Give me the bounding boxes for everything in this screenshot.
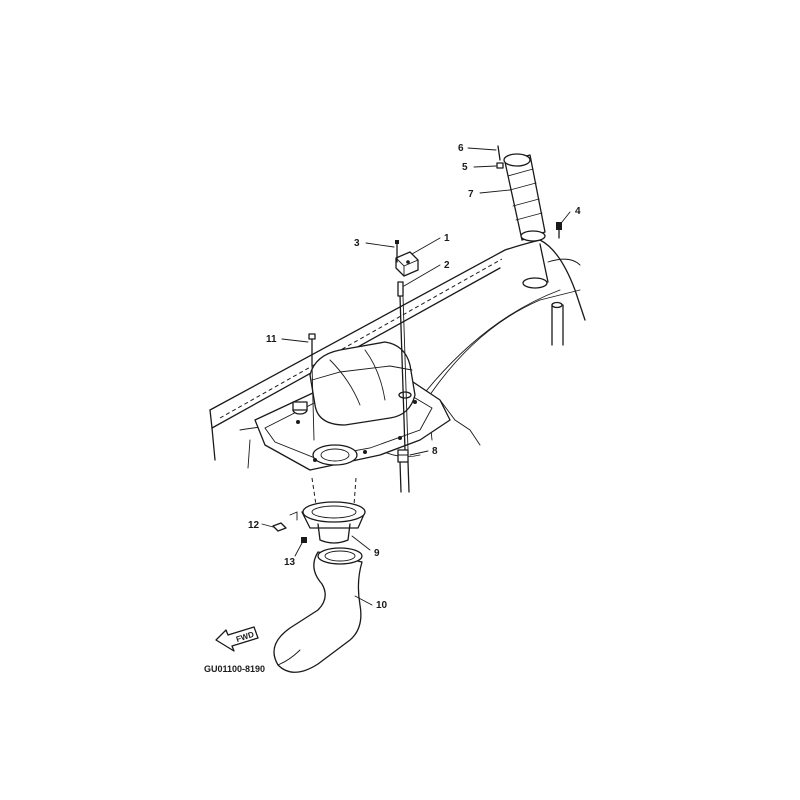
callout-leaders (261, 147, 571, 606)
callout-1: 1 (444, 233, 450, 244)
part-11-bolt (308, 333, 316, 441)
part-5-clamp (496, 162, 504, 169)
part-7-filler-neck (503, 153, 549, 283)
part-4-fitting (556, 222, 562, 239)
part-13-bolt (301, 537, 307, 543)
part-9-flange (301, 477, 366, 544)
part-8-grommet (397, 449, 410, 493)
part-2-rod (397, 281, 409, 451)
deck-opening (522, 258, 581, 346)
part-6-screw (497, 145, 501, 161)
callout-numbers: 1 2 3 4 5 6 7 8 9 10 11 12 13 (248, 143, 581, 611)
part-1-bracket (395, 251, 419, 277)
callout-11: 11 (266, 334, 277, 345)
part-10-duct (273, 547, 363, 673)
callout-12: 12 (248, 520, 260, 531)
fuel-tank (292, 341, 416, 426)
callout-5: 5 (462, 162, 468, 173)
callout-7: 7 (468, 189, 474, 200)
part-12-nut (272, 511, 298, 532)
drawing-code: GU01100-8190 (204, 664, 265, 674)
callout-4: 4 (575, 206, 581, 217)
callout-8: 8 (432, 446, 438, 457)
callout-2: 2 (444, 260, 450, 271)
callout-3: 3 (354, 238, 360, 249)
callout-13: 13 (284, 557, 296, 568)
forward-arrow-icon: FWD (215, 626, 259, 652)
callout-10: 10 (376, 600, 388, 611)
part-3-pin (395, 240, 399, 263)
callout-6: 6 (458, 143, 464, 154)
callout-9: 9 (374, 548, 380, 559)
